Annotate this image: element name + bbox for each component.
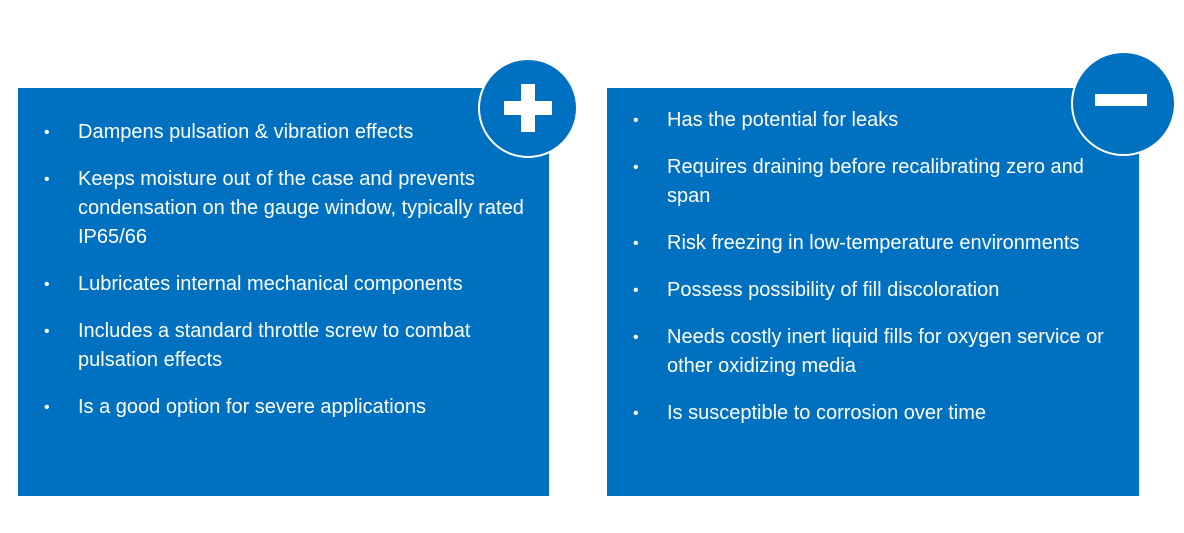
list-item: •Keeps moisture out of the case and prev… xyxy=(18,165,549,252)
list-item: •Requires draining before recalibrating … xyxy=(607,153,1139,211)
list-item: •Risk freezing in low-temperature enviro… xyxy=(607,229,1139,258)
bullet: • xyxy=(633,405,639,422)
bullet: • xyxy=(44,323,50,340)
bullet: • xyxy=(633,235,639,252)
list-item: •Has the potential for leaks xyxy=(607,106,1139,135)
bullet: • xyxy=(44,124,50,141)
list-item: •Is a good option for severe application… xyxy=(18,393,549,422)
cons-list: •Has the potential for leaks •Requires d… xyxy=(607,106,1139,446)
bullet: • xyxy=(44,276,50,293)
bullet: • xyxy=(633,282,639,299)
bullet: • xyxy=(633,329,639,346)
plus-vertical-bar xyxy=(521,84,535,132)
list-item: •Includes a standard throttle screw to c… xyxy=(18,317,549,375)
cons-panel: •Has the potential for leaks •Requires d… xyxy=(607,88,1139,496)
bullet: • xyxy=(44,399,50,416)
bullet: • xyxy=(633,159,639,176)
pros-panel: •Dampens pulsation & vibration effects •… xyxy=(18,88,549,496)
bullet: • xyxy=(633,112,639,129)
bullet: • xyxy=(44,171,50,188)
list-item: •Lubricates internal mechanical componen… xyxy=(18,270,549,299)
list-item: •Is susceptible to corrosion over time xyxy=(607,399,1139,428)
list-item: •Possess possibility of fill discolorati… xyxy=(607,276,1139,305)
minus-bar xyxy=(1095,94,1147,106)
list-item: •Dampens pulsation & vibration effects xyxy=(18,118,549,147)
list-item: •Needs costly inert liquid fills for oxy… xyxy=(607,323,1139,381)
plus-icon xyxy=(478,58,578,158)
minus-icon xyxy=(1071,51,1176,156)
pros-list: •Dampens pulsation & vibration effects •… xyxy=(18,118,549,440)
